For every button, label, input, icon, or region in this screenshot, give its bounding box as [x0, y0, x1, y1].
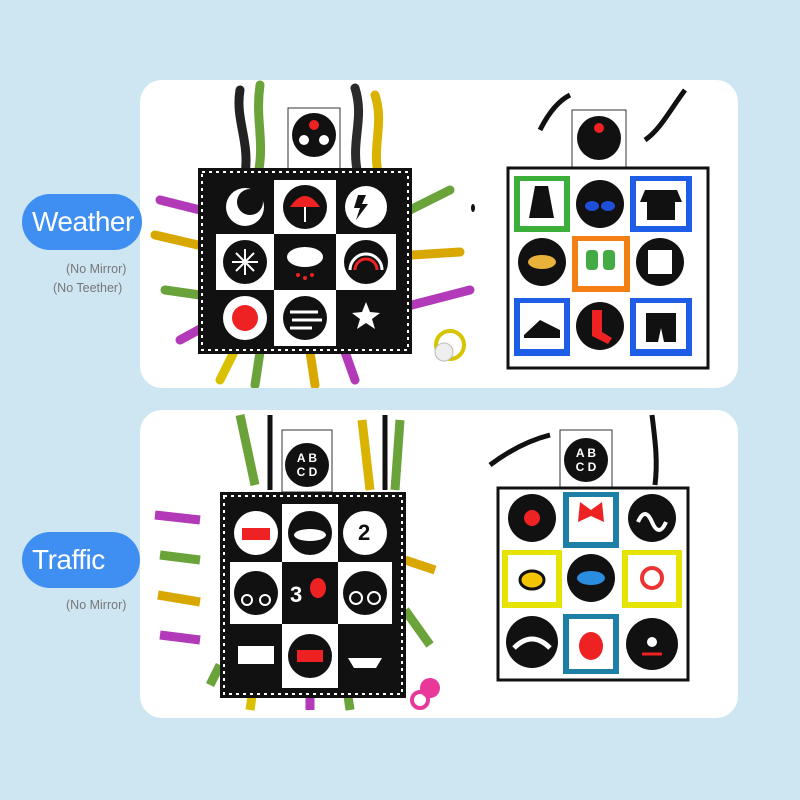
- spider-icon: [524, 510, 540, 526]
- weather-grid: [216, 180, 396, 346]
- snail-icon: [640, 566, 664, 590]
- shoe-icon: [524, 320, 560, 338]
- svg-text:C D: C D: [576, 460, 597, 474]
- car-icon: [242, 528, 270, 540]
- ribbons-right: [537, 88, 688, 143]
- traffic-note-no-mirror: (No Mirror): [66, 598, 127, 612]
- cloud-icon: [287, 247, 323, 267]
- abcd-tag: [285, 443, 329, 487]
- tag-icons: [292, 113, 336, 157]
- sun-icon: [232, 305, 258, 331]
- shirt-icon: [640, 190, 682, 220]
- submarine-icon: [294, 529, 326, 541]
- pants-icon: [648, 250, 672, 274]
- caterpillar-icon: [577, 571, 605, 585]
- wind-icon: [290, 310, 322, 330]
- ladybug-icon: [579, 632, 603, 660]
- sock-icon: [592, 310, 612, 344]
- dress-icon: [529, 186, 554, 218]
- weather-note-no-mirror: (No Mirror): [66, 262, 127, 276]
- centipede-icon: [512, 636, 552, 650]
- sunglasses-icon: [585, 201, 599, 211]
- ribbons-left: [150, 80, 475, 388]
- ribbons-right-traffic: [488, 414, 659, 486]
- traffic-products-image: A B C D 2 3: [154, 414, 690, 711]
- weather-label: Weather: [22, 194, 142, 250]
- butterfly-icon: [578, 502, 604, 522]
- svg-text:C D: C D: [297, 465, 318, 479]
- bee-icon: [518, 569, 546, 591]
- svg-text:A B: A B: [576, 446, 597, 460]
- insect-grid: [502, 492, 682, 674]
- umbrella-icon: [290, 196, 320, 207]
- rainbow-icon: [348, 252, 384, 271]
- snowflake-icon: [232, 249, 258, 275]
- clothes-grid: [514, 176, 692, 356]
- svg-text:2: 2: [358, 520, 370, 545]
- bicycle-icon: [349, 591, 363, 605]
- scooter-icon: [241, 594, 253, 606]
- weather-products-image: [150, 80, 710, 388]
- svg-text:A B: A B: [297, 451, 318, 465]
- traffic-card: A B C D 2 3: [140, 410, 738, 718]
- ship-icon: [348, 658, 382, 668]
- traffic-label: Traffic: [22, 532, 140, 588]
- traffic-grid: 2 3: [230, 504, 392, 688]
- teether-icon: [420, 678, 440, 698]
- svg-text:3: 3: [290, 582, 302, 607]
- ant-icon: [647, 637, 657, 647]
- firetruck-icon: [297, 650, 323, 662]
- hat-icon: [528, 255, 556, 269]
- truck-icon: [238, 646, 274, 664]
- mittens-icon: [586, 250, 598, 270]
- weather-note-no-teether: (No Teether): [53, 281, 123, 295]
- shooting-star-icon: [352, 302, 380, 329]
- lightning-icon: [354, 195, 368, 220]
- balloon-icon: [310, 578, 326, 598]
- weather-card: [140, 80, 738, 388]
- worm-icon: [636, 512, 668, 532]
- shorts-icon: [646, 313, 676, 342]
